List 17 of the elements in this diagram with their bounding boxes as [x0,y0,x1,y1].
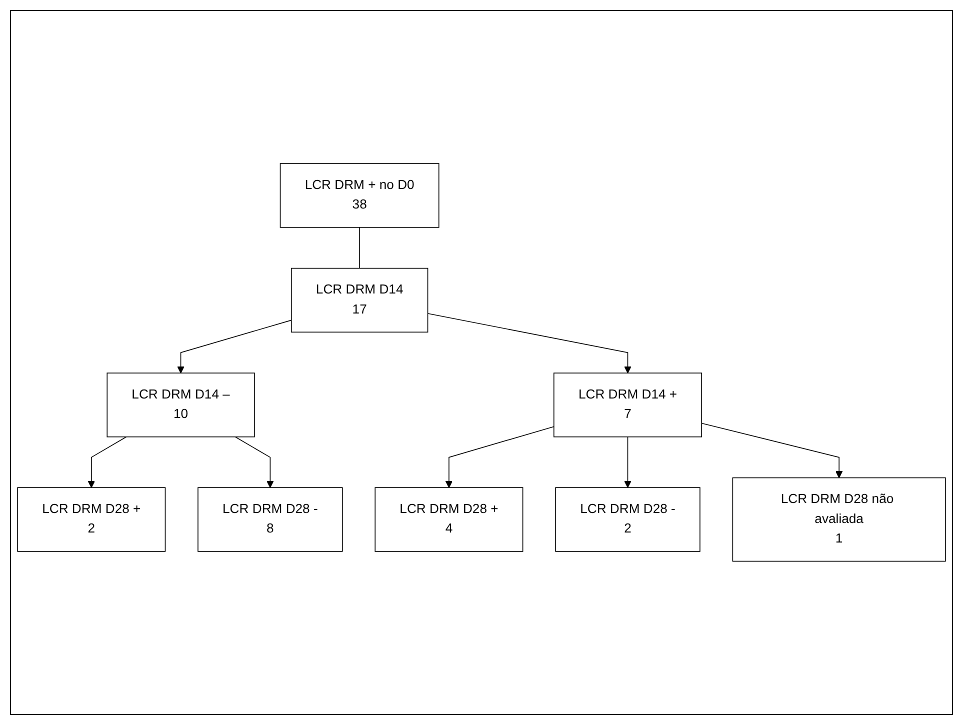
connector [359,227,360,269]
node-box: LCR DRM D28 + 2 [17,487,166,552]
arrow [445,426,554,488]
arrow [177,320,292,374]
node-box: LCR DRM D28 - 2 [555,487,700,552]
node-box: LCR DRM D28 - 8 [198,487,343,552]
node-box: LCR DRM D28 não avaliada 1 [732,477,946,562]
arrow [88,436,127,488]
node-box: LCR DRM D14 17 [290,268,428,333]
node-box: LCR DRM D28 + 4 [374,487,524,552]
node-box: LCR DRM D14 – 10 [106,372,255,438]
arrow [427,313,632,374]
arrow [701,422,843,478]
arrow [624,436,632,488]
node-box: LCR DRM + no D0 38 [280,163,440,228]
node-box: LCR DRM D14 + 7 [554,372,702,438]
arrow [234,436,274,488]
